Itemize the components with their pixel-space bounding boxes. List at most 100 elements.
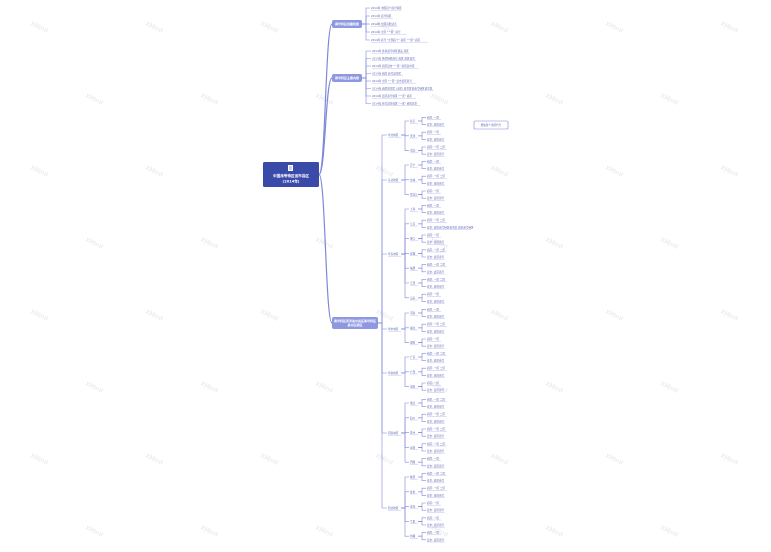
branch-node[interactable]: 商号特区主要内容 bbox=[332, 74, 362, 82]
leaf-node[interactable]: 县市: 县区商号 bbox=[427, 152, 445, 157]
leaf-node[interactable]: 商区: 一区 bbox=[427, 337, 441, 342]
province-node[interactable]: 天津 bbox=[410, 134, 418, 139]
leaf-node[interactable]: 2014年 各省商号特区建设 商区 bbox=[372, 49, 410, 54]
province-node[interactable]: 宁夏 bbox=[410, 519, 418, 524]
group-node[interactable]: 西南地区 bbox=[388, 431, 401, 436]
leaf-node[interactable]: 县市: 县区商号 bbox=[427, 211, 445, 216]
province-node[interactable]: 海南 bbox=[410, 385, 418, 390]
province-node[interactable]: 贵州 bbox=[410, 431, 418, 436]
leaf-node[interactable]: 2014年 县区商号特区 "一区" 商区 bbox=[372, 94, 416, 99]
leaf-node[interactable]: 商区: 一区 二区 bbox=[427, 486, 447, 491]
province-node[interactable]: 湖北 bbox=[410, 326, 418, 331]
leaf-node[interactable]: 县市: 县区商号 bbox=[427, 299, 445, 304]
leaf-node[interactable]: 商区: 一区 bbox=[427, 130, 441, 135]
province-node[interactable]: 辽宁 bbox=[410, 163, 418, 168]
leaf-node[interactable]: 商区: 一区 bbox=[427, 501, 441, 506]
group-node[interactable]: 东北地区 bbox=[388, 178, 401, 183]
leaf-node[interactable]: 县市: 县区商号 bbox=[427, 464, 445, 469]
group-node[interactable]: 华中地区 bbox=[388, 327, 401, 332]
province-node[interactable]: 河南 bbox=[410, 311, 418, 316]
leaf-node[interactable]: 商区: 一区 二区 bbox=[427, 427, 447, 432]
province-node[interactable]: 上海 bbox=[410, 207, 418, 212]
leaf-node[interactable]: 商区: 一区 bbox=[427, 189, 441, 194]
leaf-node[interactable]: 2014年 中国首个商号特区 bbox=[371, 6, 402, 11]
province-node[interactable]: 山东 bbox=[410, 296, 418, 301]
leaf-node[interactable]: 县市: 县区商号 bbox=[427, 405, 445, 410]
leaf-node[interactable]: 商区: 一区 bbox=[427, 159, 441, 164]
leaf-node[interactable]: 商区: 一区 二区 bbox=[427, 366, 447, 371]
leaf-node[interactable]: 县市: 县区商号 bbox=[427, 373, 445, 378]
leaf-node[interactable]: 2014年 商号 "全国首个" 商区 "一区" 商区 bbox=[371, 38, 429, 43]
leaf-node[interactable]: 商区: 一区 bbox=[427, 516, 441, 521]
leaf-node[interactable]: 县市: 县区商号 bbox=[427, 419, 445, 424]
leaf-node[interactable]: 县市: 县区商号 bbox=[427, 493, 445, 498]
leaf-node[interactable]: 县市: 县区商号 bbox=[427, 329, 445, 334]
leaf-node[interactable]: 县市: 县区商号 bbox=[427, 137, 445, 142]
leaf-node[interactable]: 商区: 一区 bbox=[427, 233, 441, 238]
leaf-node[interactable]: 商区: 一区 二区 bbox=[427, 322, 447, 327]
province-node[interactable]: 湖南 bbox=[410, 341, 418, 346]
province-node[interactable]: 安徽 bbox=[410, 251, 418, 256]
group-node[interactable]: 西北地区 bbox=[388, 506, 401, 511]
leaf-node[interactable]: 县市: 县区商号 bbox=[427, 388, 445, 393]
province-node[interactable]: 新疆 bbox=[410, 534, 418, 539]
callout-note[interactable]: 增加各个省区代号 bbox=[473, 120, 509, 130]
leaf-node[interactable]: 2014年 全区 "一区" 商号 bbox=[371, 30, 407, 35]
leaf-node[interactable]: 县市: 县区商号 bbox=[427, 508, 445, 513]
leaf-node[interactable]: 2014年 各区特区商号 商区 商区县市 bbox=[372, 57, 416, 61]
leaf-node[interactable]: 2014年 商区 商号县市区 bbox=[372, 72, 403, 76]
leaf-node[interactable]: 县市: 县区商号 bbox=[427, 479, 445, 484]
leaf-node[interactable]: 商区: 一区 二区 bbox=[427, 351, 447, 356]
province-node[interactable]: 四川 bbox=[410, 416, 418, 421]
province-node[interactable]: 黑龙江 bbox=[410, 193, 418, 198]
province-node[interactable]: 广西 bbox=[410, 370, 418, 375]
leaf-node[interactable]: 商区: 一区 二区 bbox=[427, 397, 447, 402]
province-node[interactable]: 北京 bbox=[410, 119, 418, 124]
branch-node[interactable]: 商号特区创建背景 bbox=[332, 20, 362, 28]
leaf-node[interactable]: 商区: 一区 二区 bbox=[427, 277, 447, 282]
leaf-node[interactable]: 2014年 全国首批试点 bbox=[371, 22, 398, 27]
leaf-node[interactable]: 商区: 一区 二区 bbox=[427, 471, 447, 476]
province-node[interactable]: 江苏 bbox=[410, 222, 418, 227]
leaf-node[interactable]: 县市: 县区商号 bbox=[427, 359, 445, 364]
leaf-node[interactable]: 县市: 县区商号 bbox=[427, 315, 445, 320]
leaf-node[interactable]: 县市: 县区商号 bbox=[427, 181, 445, 186]
province-node[interactable]: 青海 bbox=[410, 505, 418, 510]
province-node[interactable]: 河北 bbox=[410, 149, 418, 154]
leaf-node[interactable]: 县市: 县区商号 bbox=[427, 240, 445, 245]
leaf-node[interactable]: 县市: 县区商号 bbox=[427, 434, 445, 439]
leaf-node[interactable]: 县市: 县区商号 bbox=[427, 344, 445, 349]
leaf-node[interactable]: 商区: 一区 二区 bbox=[427, 174, 447, 179]
leaf-node[interactable]: 县市: 县区商号 bbox=[427, 270, 445, 275]
leaf-node[interactable]: 县市: 县区商号 bbox=[427, 123, 445, 128]
leaf-node[interactable]: 商区: 一区 bbox=[427, 203, 441, 208]
province-node[interactable]: 云南 bbox=[410, 445, 418, 450]
leaf-node[interactable]: 县市: 县区商号 bbox=[427, 538, 445, 543]
leaf-node[interactable]: 2014年 商区县市 "一区" 商区县市区 bbox=[372, 64, 419, 69]
leaf-node[interactable]: 商区: 一区 二区 bbox=[427, 442, 447, 447]
province-node[interactable]: 江西 bbox=[410, 281, 418, 286]
province-node[interactable]: 重庆 bbox=[410, 401, 418, 406]
leaf-node[interactable]: 商区: 一区 bbox=[427, 307, 441, 312]
leaf-node[interactable]: 商区: 一区 bbox=[427, 531, 441, 536]
group-node[interactable]: 华东地区 bbox=[388, 252, 401, 257]
leaf-node[interactable]: 县市: 县区商号 bbox=[427, 167, 445, 172]
leaf-node[interactable]: 2014年 全区 "一区" 县市县区商号 bbox=[372, 79, 416, 84]
group-node[interactable]: 华南地区 bbox=[388, 371, 401, 376]
province-node[interactable]: 甘肃 bbox=[410, 490, 418, 495]
root-node[interactable]: 中国商号特区省市县区(2014年) bbox=[263, 162, 319, 187]
leaf-node[interactable]: 2014年 商号特区 bbox=[371, 14, 393, 19]
group-node[interactable]: 华北地区 bbox=[388, 133, 401, 138]
leaf-node[interactable]: 县市: 县区商号 bbox=[427, 285, 445, 290]
province-node[interactable]: 陕西 bbox=[410, 475, 418, 480]
leaf-node[interactable]: 商区: 一区 bbox=[427, 381, 441, 386]
province-node[interactable]: 福建 bbox=[410, 266, 418, 271]
leaf-node[interactable]: 商区: 一区 bbox=[427, 457, 441, 462]
leaf-node[interactable]: 县市: 县区商号特区县市区 县区商号特区 bbox=[427, 225, 474, 230]
leaf-node[interactable]: 2014年 商号县市商区 "一区" 商区县市 bbox=[372, 102, 421, 106]
leaf-node[interactable]: 县市: 县区商号 bbox=[427, 523, 445, 528]
leaf-node[interactable]: 县市: 县区商号 bbox=[427, 196, 445, 201]
province-node[interactable]: 西藏 bbox=[410, 460, 418, 465]
leaf-node[interactable]: 商区: 一区 二区 bbox=[427, 218, 447, 223]
